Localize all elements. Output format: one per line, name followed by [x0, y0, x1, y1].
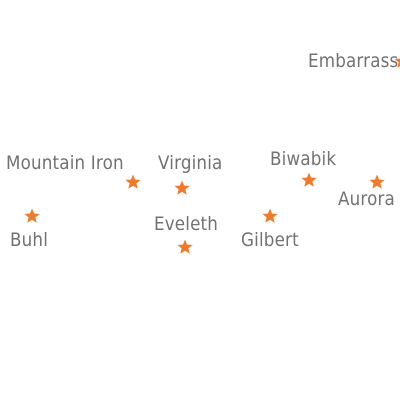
city-label-mountain-iron: Mountain Iron [6, 152, 124, 174]
city-label-buhl: Buhl [10, 229, 49, 251]
star-icon[interactable] [174, 180, 190, 196]
city-label-biwabik: Biwabik [270, 148, 337, 170]
city-label-gilbert: Gilbert [241, 229, 299, 251]
star-icon[interactable] [177, 239, 193, 255]
star-icon[interactable] [125, 174, 141, 190]
star-icon[interactable] [394, 53, 400, 69]
star-icon[interactable] [262, 208, 278, 224]
star-icon[interactable] [369, 174, 385, 190]
star-icon[interactable] [24, 208, 40, 224]
city-label-aurora: Aurora [338, 188, 395, 210]
star-icon[interactable] [301, 172, 317, 188]
city-label-virginia: Virginia [158, 152, 223, 174]
city-label-eveleth: Eveleth [154, 213, 219, 235]
city-label-embarrass: Embarrass [308, 50, 399, 72]
